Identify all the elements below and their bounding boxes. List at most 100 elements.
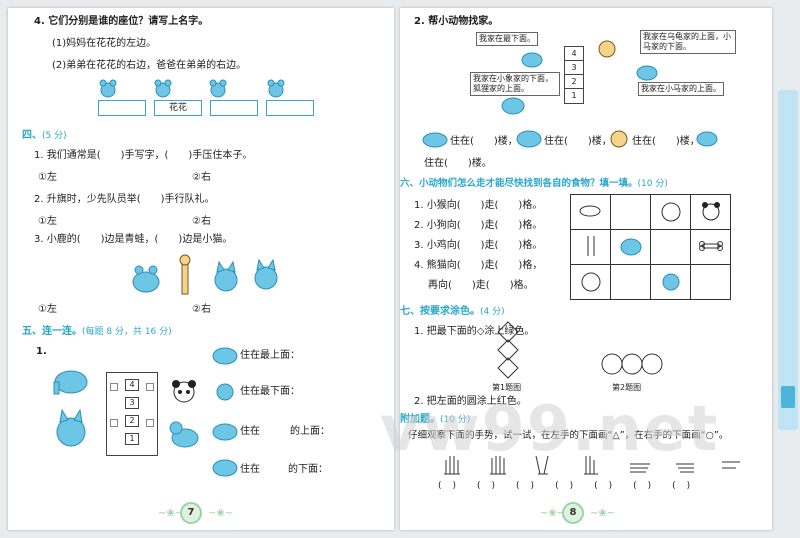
section-4-title: 四、(5 分) xyxy=(22,130,67,141)
right-of-building-animals xyxy=(169,380,199,448)
q4-statement-2: (2)弟弟在花花的右边，爸爸在弟弟的右边。 xyxy=(52,60,247,71)
seat-animal-1 xyxy=(99,79,117,98)
elephant-icon xyxy=(212,459,238,477)
item-2-option-b[interactable]: ②右 xyxy=(192,216,211,227)
fox-icon xyxy=(598,40,616,58)
section-5-title: 五、连一连。(每题 8 分，共 16 分) xyxy=(22,326,172,337)
extra-title: 附加题。(10 分) xyxy=(400,414,471,425)
item-1-option-a[interactable]: ①左 xyxy=(38,172,57,183)
item-1-option-b[interactable]: ②右 xyxy=(192,172,211,183)
item-2-option-a[interactable]: ①左 xyxy=(38,216,57,227)
circle-shape xyxy=(621,353,643,375)
section-7-title: 七、按要求涂色。(4 分) xyxy=(400,306,505,317)
hand-icon xyxy=(722,461,740,469)
section-6-title: 六、小动物们怎么走才能尽快找到各自的食物？填一填。(10 分) xyxy=(400,178,668,189)
watermark: vw99.net xyxy=(380,392,720,465)
grid-cell xyxy=(610,264,651,300)
elephant-icon xyxy=(212,347,238,365)
side-tab-marker xyxy=(781,386,795,408)
cat-icon xyxy=(216,383,234,401)
bubble-2: 我家在乌龟家的上面，小马家的下面。 xyxy=(640,30,736,54)
color-item-2: 2. 把左面的圆涂上红色。 xyxy=(414,396,527,407)
diamond-shape xyxy=(497,321,519,343)
window xyxy=(110,383,118,391)
item-3-animals xyxy=(132,254,278,295)
turtle-icon xyxy=(422,132,448,148)
link-statement-2: 住在最下面： xyxy=(240,386,300,397)
route-3: 3. 小鸡向( )走( )格。 xyxy=(414,240,543,251)
answer-parens[interactable]: ( ) ( ) ( ) ( ) ( ) ( ) ( ) xyxy=(438,481,692,491)
hand-icon xyxy=(490,456,506,475)
section-5-q1: 1. xyxy=(36,346,47,357)
side-tab[interactable] xyxy=(778,90,798,430)
grid-cell xyxy=(690,229,731,265)
vine-decoration: ~❀~ xyxy=(590,508,616,519)
item-3-option-b[interactable]: ②右 xyxy=(192,304,211,315)
monkey-icon xyxy=(662,273,679,290)
bubble-4: 我家在小马家的上面。 xyxy=(638,82,724,96)
route-2: 2. 小狗向( )走( )格。 xyxy=(414,220,543,231)
extra-instruction: 仔细观察下面的手势，试一试，在左手的下面画“△”，在右手的下面画“○”。 xyxy=(408,430,729,441)
elephant-icon xyxy=(53,370,88,395)
dog-icon xyxy=(620,238,641,255)
building: 4 3 2 1 xyxy=(106,372,158,456)
bone-icon xyxy=(698,240,723,251)
figure-1-caption: 第1题图 xyxy=(492,383,522,392)
house-floor-2: 2 xyxy=(565,75,583,89)
dog-icon xyxy=(212,423,238,441)
floor-4: 4 xyxy=(125,379,139,391)
route-1: 1. 小猴向( )走( )格。 xyxy=(414,200,543,211)
grid-cell xyxy=(570,264,611,300)
live-statement-4: 住在( )楼。 xyxy=(424,158,492,169)
hand-icon xyxy=(676,463,694,473)
color-item-1: 1. 把最下面的◇涂上绿色。 xyxy=(414,326,535,337)
vine-decoration: ~❀~ xyxy=(158,508,184,519)
window xyxy=(110,419,118,427)
hand-icon xyxy=(535,455,549,475)
q4-title: 4. 它们分别是谁的座位？请写上名字。 xyxy=(34,16,209,27)
hand-icon xyxy=(584,456,598,475)
circle-row xyxy=(601,353,663,375)
turtle-icon xyxy=(521,52,543,68)
fox-icon xyxy=(610,130,628,148)
grid-cell xyxy=(650,264,691,300)
right-page: 2. 帮小动物找家。 我家在最下面。 我家在乌龟家的上面，小马家的下面。 我家在… xyxy=(400,8,772,530)
live-statement-3: 住在( )楼， xyxy=(632,136,700,147)
cat-icon-2 xyxy=(254,258,278,290)
bamboo-icon xyxy=(587,235,594,256)
item-3-option-a[interactable]: ①左 xyxy=(38,304,57,315)
vine-decoration: ~❀~ xyxy=(540,508,566,519)
item-2: 2. 升旗时，少先队员举( )手行队礼。 xyxy=(34,194,215,205)
hand-icon xyxy=(630,463,650,473)
food-grid xyxy=(570,194,731,300)
seat-box-3[interactable] xyxy=(210,100,258,116)
fish-icon xyxy=(579,205,600,216)
seat-box-1[interactable] xyxy=(98,100,146,116)
live-statement-1: 住在( )楼， xyxy=(450,136,518,147)
vine-decoration: ~❀~ xyxy=(208,508,234,519)
house-floor-4: 4 xyxy=(565,47,583,61)
elephant-icon xyxy=(696,131,718,147)
grid-cell xyxy=(570,194,611,230)
seat-box-4[interactable] xyxy=(266,100,314,116)
grid-cell xyxy=(610,229,651,265)
grid-cell xyxy=(690,194,731,230)
house-floor-1: 1 xyxy=(571,91,577,100)
q2-title: 2. 帮小动物找家。 xyxy=(414,16,499,27)
panda-icon xyxy=(172,380,196,403)
grid-cell xyxy=(650,229,691,265)
dog-icon xyxy=(169,421,199,448)
house-building: 4 3 2 1 xyxy=(564,46,584,104)
statement-animals xyxy=(212,347,238,477)
route-4: 4. 熊猫向( )走( )格， xyxy=(414,260,543,271)
peach-icon xyxy=(661,202,680,221)
page-number-left: 7 xyxy=(180,502,202,524)
left-animals xyxy=(53,370,88,447)
live-statement-2: 住在( )楼， xyxy=(544,136,612,147)
chicken-icon xyxy=(581,272,600,291)
window xyxy=(146,383,154,391)
diamond-shape xyxy=(497,339,519,361)
route-5: 再向( )走( )格。 xyxy=(428,280,534,291)
floor-1: 1 xyxy=(125,433,139,445)
cat-icon-3 xyxy=(56,408,86,447)
